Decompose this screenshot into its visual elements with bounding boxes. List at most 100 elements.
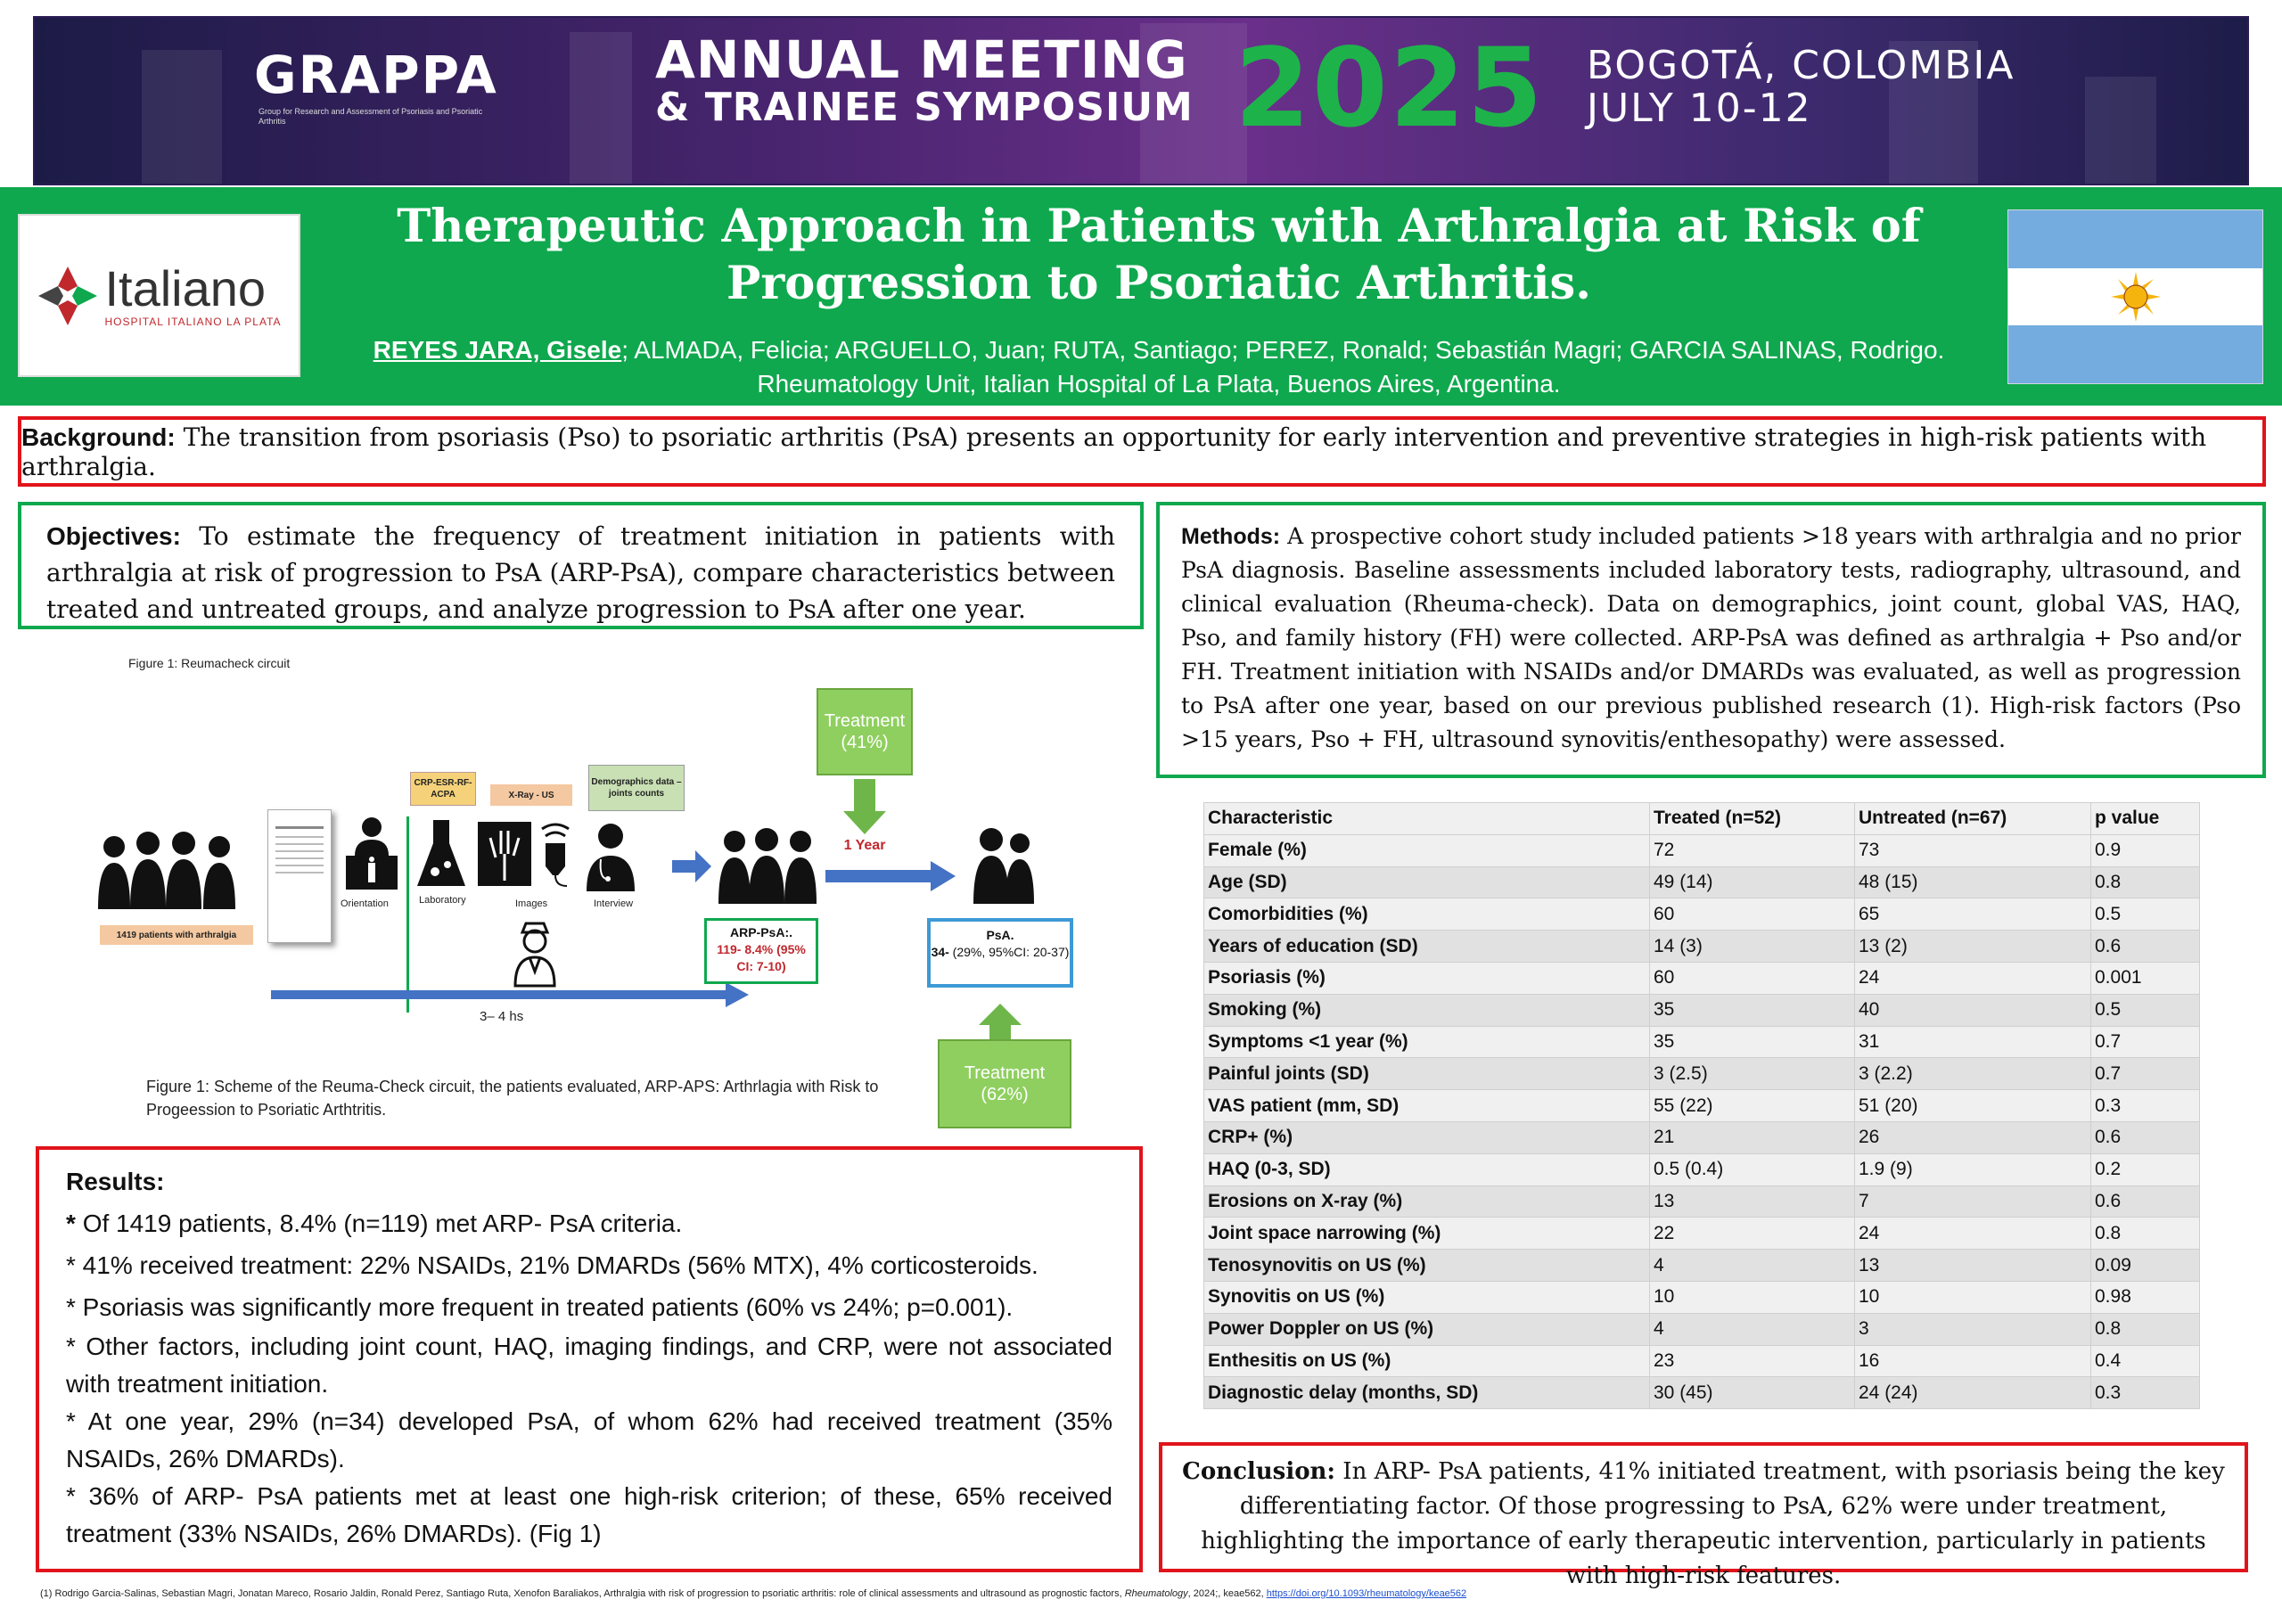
table-row: Diagnostic delay (months, SD)30 (45)24 (…: [1203, 1376, 2200, 1410]
table-cell: 24: [1854, 961, 2091, 995]
table-cell: 0.8: [2090, 865, 2200, 899]
table-row: HAQ (0-3, SD)0.5 (0.4)1.9 (9)0.2: [1203, 1152, 2200, 1186]
background-section: Background: The transition from psoriasi…: [18, 416, 2266, 487]
conference-banner: [33, 16, 2249, 185]
table-cell: 0.5: [2090, 898, 2200, 931]
table-cell: 0.3: [2090, 1089, 2200, 1122]
xray-hand-icon: [478, 822, 531, 886]
table-cell: Symptoms <1 year (%): [1203, 1025, 1650, 1059]
table-cell: 3 (2.5): [1649, 1057, 1855, 1091]
table-cell: 0.001: [2090, 961, 2200, 995]
patients-group-icon: [98, 832, 235, 909]
grappa-subtitle: Group for Research and Assessment of Pso…: [259, 107, 483, 126]
table-cell: 60: [1649, 961, 1855, 995]
psa-count: 34-: [931, 945, 949, 959]
table-cell: Comorbidities (%): [1203, 898, 1650, 931]
table-cell: Joint space narrowing (%): [1203, 1217, 1650, 1251]
reference-footnote: (1) Rodrigo Garcia-Salinas, Sebastian Ma…: [40, 1588, 2179, 1599]
table-cell: Diagnostic delay (months, SD): [1203, 1376, 1650, 1410]
arp-value: 119- 8.4% (95% CI: 7-10): [717, 942, 806, 973]
table-cell: 0.8: [2090, 1312, 2200, 1346]
table-cell: Synovitis on US (%): [1203, 1280, 1650, 1314]
reference-doi-link[interactable]: https://doi.org/10.1093/rheumatology/kea…: [1266, 1588, 1467, 1599]
table-header-cell: Untreated (n=67): [1854, 802, 2091, 835]
conclusion-text: In ARP- PsA patients, 41% initiated trea…: [1201, 1458, 2225, 1589]
orientation-label: Orientation: [341, 898, 389, 909]
background-text: The transition from psoriasis (Pso) to p…: [21, 422, 2207, 481]
table-cell: 16: [1854, 1344, 2091, 1378]
table-cell: 3 (2.2): [1854, 1057, 2091, 1091]
table-cell: 40: [1854, 993, 2091, 1027]
meeting-location: BOGOTÁ, COLOMBIA JULY 10-12: [1587, 45, 2015, 130]
table-cell: 0.4: [2090, 1344, 2200, 1378]
table-row: Painful joints (SD)3 (2.5)3 (2.2)0.7: [1203, 1057, 2200, 1091]
table-cell: 48 (15): [1854, 865, 2091, 899]
treatment-62-box: Treatment (62%): [938, 1039, 1071, 1128]
meeting-name: ANNUAL MEETING & TRAINEE SYMPOSIUM: [655, 34, 1194, 132]
table-cell: 35: [1649, 993, 1855, 1027]
table-cell: 0.09: [2090, 1249, 2200, 1282]
table-cell: 10: [1854, 1280, 2091, 1314]
conclusion-label: Conclusion:: [1182, 1458, 1336, 1485]
reference-tail: , 2024;, keae562,: [1187, 1588, 1267, 1599]
table-cell: Painful joints (SD): [1203, 1057, 1650, 1091]
table-cell: 0.6: [2090, 1120, 2200, 1154]
table-cell: 24 (24): [1854, 1376, 2091, 1410]
table-row: Years of education (SD)14 (3)13 (2)0.6: [1203, 930, 2200, 963]
table-cell: 13 (2): [1854, 930, 2091, 963]
table-cell: 60: [1649, 898, 1855, 931]
table-cell: Enthesitis on US (%): [1203, 1344, 1650, 1378]
table-cell: 0.5: [2090, 993, 2200, 1027]
co-authors: ; ALMADA, Felicia; ARGUELLO, Juan; RUTA,…: [621, 336, 1945, 364]
table-cell: 0.9: [2090, 833, 2200, 867]
author-block: REYES JARA, Gisele; ALMADA, Felicia; ARG…: [339, 333, 1979, 401]
result-item-1: * Of 1419 patients, 8.4% (n=119) met ARP…: [66, 1210, 683, 1237]
table-cell: 4: [1649, 1249, 1855, 1282]
methods-section: Methods: A prospective cohort study incl…: [1156, 502, 2266, 778]
grappa-logo-text: GRAPPA: [254, 45, 498, 105]
hospital-logo-name: Italiano: [104, 259, 267, 316]
doctor-interview-icon: [587, 824, 635, 891]
table-cell: 73: [1854, 833, 2091, 867]
table-cell: 31: [1854, 1025, 2091, 1059]
result-item-6: * 36% of ARP- PsA patients met at least …: [66, 1482, 1112, 1547]
characteristics-table: Characteristic Treated (n=52) Untreated …: [1203, 802, 2200, 1410]
table-cell: 0.2: [2090, 1152, 2200, 1186]
table-cell: 30 (45): [1649, 1376, 1855, 1410]
to-arp-arrow: [672, 850, 711, 882]
table-cell: Psoriasis (%): [1203, 961, 1650, 995]
results-section: Results: * Of 1419 patients, 8.4% (n=119…: [36, 1146, 1143, 1572]
treatment-41-box: Treatment (41%): [817, 688, 913, 775]
table-cell: Erosions on X-ray (%): [1203, 1185, 1650, 1218]
conclusion-section: Conclusion: In ARP- PsA patients, 41% in…: [1159, 1442, 2248, 1589]
checklist-document: [267, 809, 332, 943]
hospital-cross-icon: [38, 266, 98, 325]
table-cell: 3: [1854, 1312, 2091, 1346]
lab-tests-tag: CRP-ESR-RF-ACPA: [410, 772, 476, 806]
table-cell: 1.9 (9): [1854, 1152, 2091, 1186]
reumacheck-figure: Figure 1: Reumacheck circuit 1419 patien…: [89, 651, 1096, 1132]
arp-result-box: ARP-PsA:. 119- 8.4% (95% CI: 7-10): [704, 918, 818, 984]
table-cell: 0.6: [2090, 1185, 2200, 1218]
table-cell: 26: [1854, 1120, 2091, 1154]
treatment-down-arrow: [843, 779, 886, 834]
table-cell: 13: [1854, 1249, 2091, 1282]
poster-title: Therapeutic Approach in Patients with Ar…: [397, 200, 1921, 310]
meeting-city: BOGOTÁ, COLOMBIA: [1587, 43, 2015, 88]
table-cell: 35: [1649, 1025, 1855, 1059]
methods-text: A prospective cohort study included pati…: [1181, 523, 2241, 752]
table-cell: 21: [1649, 1120, 1855, 1154]
table-cell: 0.98: [2090, 1280, 2200, 1314]
table-cell: Female (%): [1203, 833, 1650, 867]
results-label: Results:: [66, 1168, 165, 1195]
psa-patients-icon: [973, 828, 1034, 904]
table-header-cell: Treated (n=52): [1649, 802, 1855, 835]
reference-journal: Rheumatology: [1124, 1588, 1188, 1599]
